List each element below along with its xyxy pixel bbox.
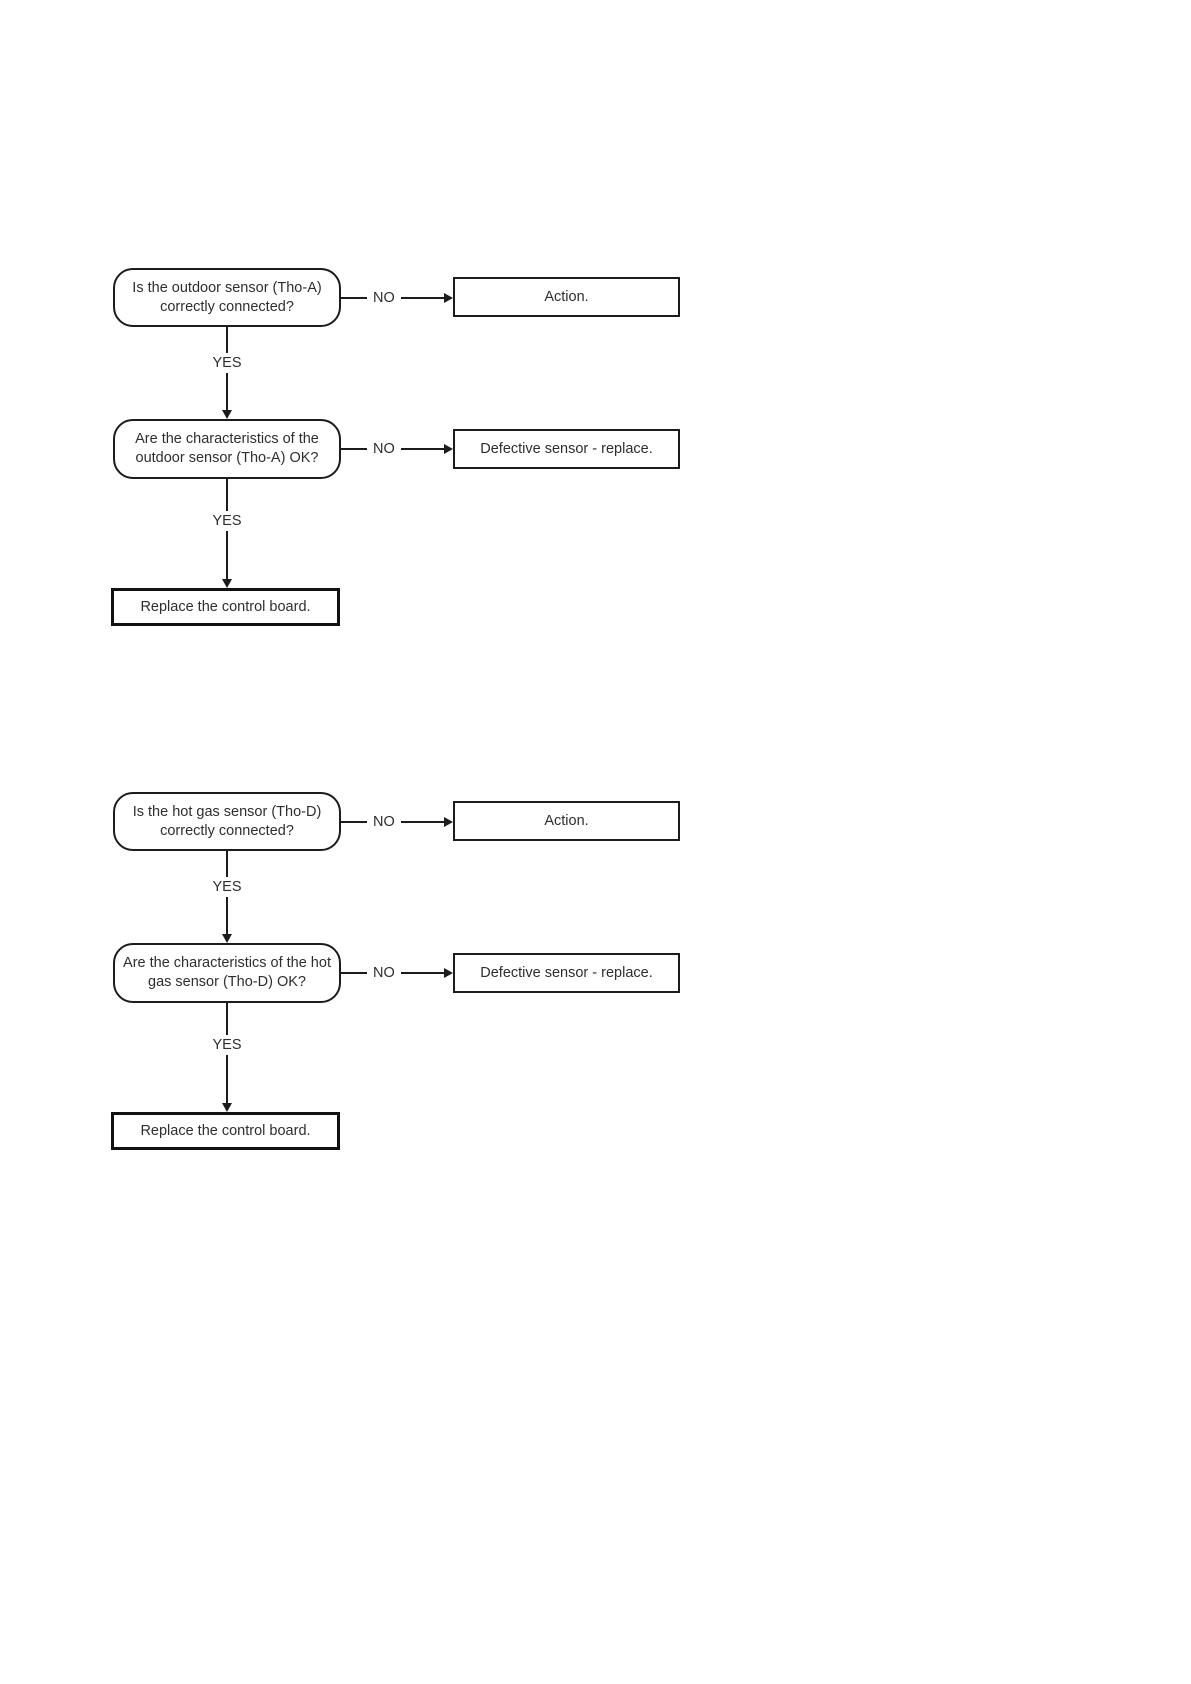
defective-sensor-box: Defective sensor - replace. [453,429,680,469]
action-text: Action. [544,289,589,305]
defective-sensor-text: Defective sensor - replace. [480,965,653,981]
down-arrowhead-icon [222,1103,232,1112]
action-text: Action. [544,813,589,829]
no-branch-connector: NO [341,962,453,983]
decision-text-line2: correctly connected? [160,822,294,839]
decision-text-line1: Is the outdoor sensor (Tho-A) [132,279,322,296]
flowchart-outdoor-sensor: Is the outdoor sensor (Tho-A) correctly … [0,0,1191,700]
connector-line [341,447,367,450]
flowchart-hot-gas-sensor: Is the hot gas sensor (Tho-D) correctly … [0,524,1191,1224]
yes-label: YES [212,1037,242,1053]
defective-sensor-text: Defective sensor - replace. [480,441,653,457]
no-label: NO [373,964,395,981]
decision-text-line1: Are the characteristics of the hot [123,955,331,971]
yes-label: YES [212,355,242,371]
decision-box-sensor-connected: Is the outdoor sensor (Tho-A) correctly … [113,268,341,327]
replace-control-board-text: Replace the control board. [140,1123,311,1139]
right-arrowhead-icon [444,816,453,827]
decision-text-line1: Is the hot gas sensor (Tho-D) [132,803,322,820]
connector-line [400,971,444,974]
decision-text-line1: Are the characteristics of the [135,431,319,447]
down-arrowhead-icon [222,579,232,588]
connector-line [400,820,444,823]
connector-line [226,327,228,353]
decision-text-line2: outdoor sensor (Tho-A) OK? [135,450,319,466]
connector-line [226,373,228,410]
down-arrowhead-icon [222,410,232,419]
yes-branch-connector: YES [207,327,247,419]
no-label: NO [373,813,395,830]
replace-control-board-text: Replace the control board. [140,599,311,615]
connector-line [226,897,228,934]
decision-box-sensor-characteristics: Are the characteristics of the outdoor s… [113,419,341,479]
yes-branch-connector: YES [207,479,247,588]
replace-control-board-box: Replace the control board. [111,1112,340,1150]
no-branch-connector: NO [341,811,453,832]
decision-text-line2: correctly connected? [160,298,294,315]
connector-line [400,447,444,450]
no-branch-connector: NO [341,287,453,308]
right-arrowhead-icon [444,967,453,978]
yes-branch-connector: YES [207,1003,247,1112]
connector-line [226,1003,228,1035]
yes-branch-connector: YES [207,851,247,943]
no-branch-connector: NO [341,438,453,459]
connector-line [341,971,367,974]
connector-line [226,479,228,511]
right-arrowhead-icon [444,292,453,303]
replace-control-board-box: Replace the control board. [111,588,340,626]
decision-box-sensor-characteristics: Are the characteristics of the hot gas s… [113,943,341,1003]
decision-text-line2: gas sensor (Tho-D) OK? [148,974,306,990]
connector-line [341,296,367,299]
down-arrowhead-icon [222,934,232,943]
action-box: Action. [453,277,680,317]
connector-line [341,820,367,823]
action-box: Action. [453,801,680,841]
connector-line [226,1055,228,1103]
defective-sensor-box: Defective sensor - replace. [453,953,680,993]
connector-line [226,531,228,579]
connector-line [226,851,228,877]
no-label: NO [373,440,395,457]
yes-label: YES [212,513,242,529]
decision-box-sensor-connected: Is the hot gas sensor (Tho-D) correctly … [113,792,341,851]
no-label: NO [373,289,395,306]
yes-label: YES [212,879,242,895]
connector-line [400,296,444,299]
right-arrowhead-icon [444,443,453,454]
